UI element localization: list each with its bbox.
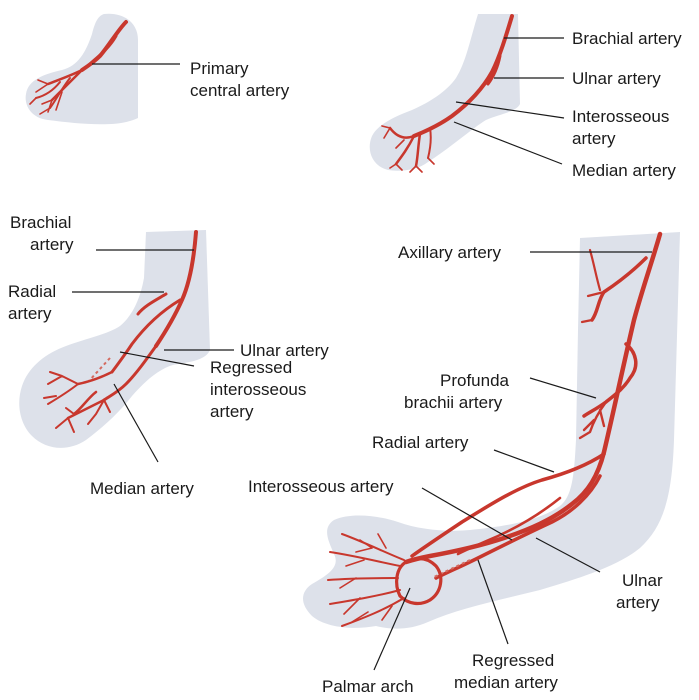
leader-median-artery-2 [454, 122, 562, 164]
label-median-artery-3: Median artery [90, 479, 194, 498]
label-radial-artery-3-line-2: artery [8, 304, 52, 323]
label-regressed-interosseous-artery-3: Regressed interosseous artery [210, 358, 311, 421]
label-radial-artery-3: Radial artery [8, 282, 61, 323]
label-ulnar-artery-2: Ulnar artery [572, 69, 661, 88]
label-ulnar-artery-4: Ulnar artery [616, 571, 667, 612]
leader-radial-artery-4 [494, 450, 554, 472]
leader-median-artery-3 [114, 384, 158, 462]
limb-silhouette-4 [303, 232, 680, 629]
limb-silhouette-2 [370, 14, 520, 171]
label-regressed-median-line-1: Regressed [472, 651, 554, 670]
panel-3-limb-stage: Brachial artery Radial artery Ulnar arte… [8, 213, 329, 498]
label-ulnar-artery-4-line-2: artery [616, 593, 660, 612]
label-regressed-median-artery: Regressed median artery [454, 651, 559, 692]
label-interosseous-artery-2-line-2: artery [572, 129, 616, 148]
panel-1-early-limb-bud: Primary central artery [26, 14, 290, 125]
panel-2-limb-stage: Brachial artery Ulnar artery Interosseou… [370, 14, 682, 180]
label-primary-central-artery-line-2: central artery [190, 81, 290, 100]
label-primary-central-artery-line-1: Primary [190, 59, 249, 78]
label-radial-artery-4: Radial artery [372, 433, 469, 452]
label-brachial-artery-3-line-2: artery [30, 235, 74, 254]
panel-4-adult-arm: Axillary artery Profunda brachii artery … [248, 232, 680, 696]
label-interosseous-artery-2: Interosseous artery [572, 107, 674, 148]
label-regressed-interosseous-line-1: Regressed [210, 358, 292, 377]
label-brachial-artery-3-line-1: Brachial [10, 213, 71, 232]
label-brachial-artery-2: Brachial artery [572, 29, 682, 48]
label-brachial-artery-3: Brachial artery [10, 213, 76, 254]
label-regressed-interosseous-line-2: interosseous [210, 380, 306, 399]
label-interosseous-artery-4: Interosseous artery [248, 477, 394, 496]
label-profunda-brachii-line-1: Profunda [440, 371, 510, 390]
label-primary-central-artery: Primary central artery [190, 59, 290, 100]
limb-silhouette-3 [19, 230, 210, 448]
label-regressed-interosseous-line-3: artery [210, 402, 254, 421]
label-ulnar-artery-4-line-1: Ulnar [622, 571, 663, 590]
label-palmar-arch: Palmar arch [322, 677, 414, 696]
label-interosseous-artery-2-line-1: Interosseous [572, 107, 669, 126]
label-profunda-brachii-line-2: brachii artery [404, 393, 503, 412]
label-median-artery-2: Median artery [572, 161, 676, 180]
label-profunda-brachii-artery: Profunda brachii artery [404, 371, 514, 412]
label-axillary-artery: Axillary artery [398, 243, 501, 262]
label-regressed-median-line-2: median artery [454, 673, 558, 692]
label-radial-artery-3-line-1: Radial [8, 282, 56, 301]
